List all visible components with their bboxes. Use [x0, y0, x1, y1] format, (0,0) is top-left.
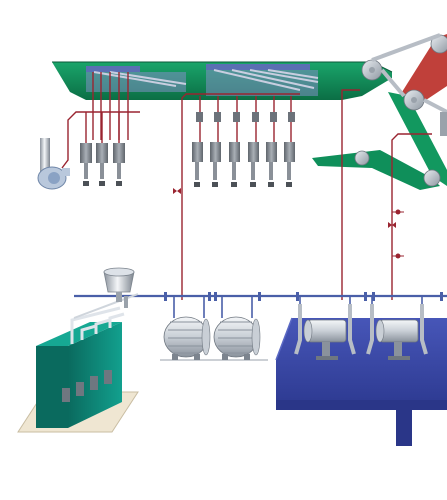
exchanger [213, 316, 261, 360]
trap [229, 112, 240, 187]
heat-exchangers [160, 296, 268, 361]
roll-top [361, 59, 383, 81]
roll-lower [354, 150, 441, 187]
trap [248, 112, 259, 187]
separator [366, 304, 428, 360]
trap [210, 112, 221, 187]
line-flanges [164, 292, 443, 301]
platform-front [276, 400, 447, 446]
exchanger-feed-pipes [173, 296, 253, 318]
roll-middle [403, 89, 425, 111]
tank-body-side [68, 322, 122, 428]
drainage-traps-left [80, 143, 125, 186]
dryer-felt-diagonal [388, 92, 447, 186]
main-steam-line [74, 292, 447, 301]
drainage-traps-right [192, 112, 295, 187]
trap [113, 143, 125, 186]
condensate-tank-unit [17, 267, 139, 433]
pump-station [275, 296, 447, 446]
separator [294, 304, 356, 360]
fan-icon [48, 172, 60, 184]
steam-header-right [206, 64, 310, 70]
trap [80, 143, 92, 186]
blower-outlet [62, 168, 70, 176]
header-ribs [93, 69, 319, 91]
blower [37, 138, 70, 190]
steam-header-left [86, 66, 140, 72]
trap [284, 112, 295, 187]
blower-duct [40, 138, 50, 174]
valves [173, 188, 404, 259]
drain-tank [103, 267, 135, 308]
web-path [371, 33, 447, 114]
tank-body-front [36, 346, 68, 428]
trap [266, 112, 277, 187]
condensate-pipes [61, 72, 432, 300]
press-rolls [354, 33, 447, 187]
station-steam-taps [299, 296, 423, 304]
platform-edge [275, 317, 293, 361]
tank-pumps [62, 370, 112, 402]
steam-header-left-body [86, 72, 186, 92]
roll-support [440, 112, 447, 136]
steam-headers [86, 64, 319, 96]
trap [96, 143, 108, 186]
trap [192, 112, 203, 187]
exchanger [163, 316, 211, 360]
steam-header-right-body [206, 70, 318, 96]
tank-body-top [36, 322, 122, 346]
dryer-felt-belt [312, 150, 440, 190]
